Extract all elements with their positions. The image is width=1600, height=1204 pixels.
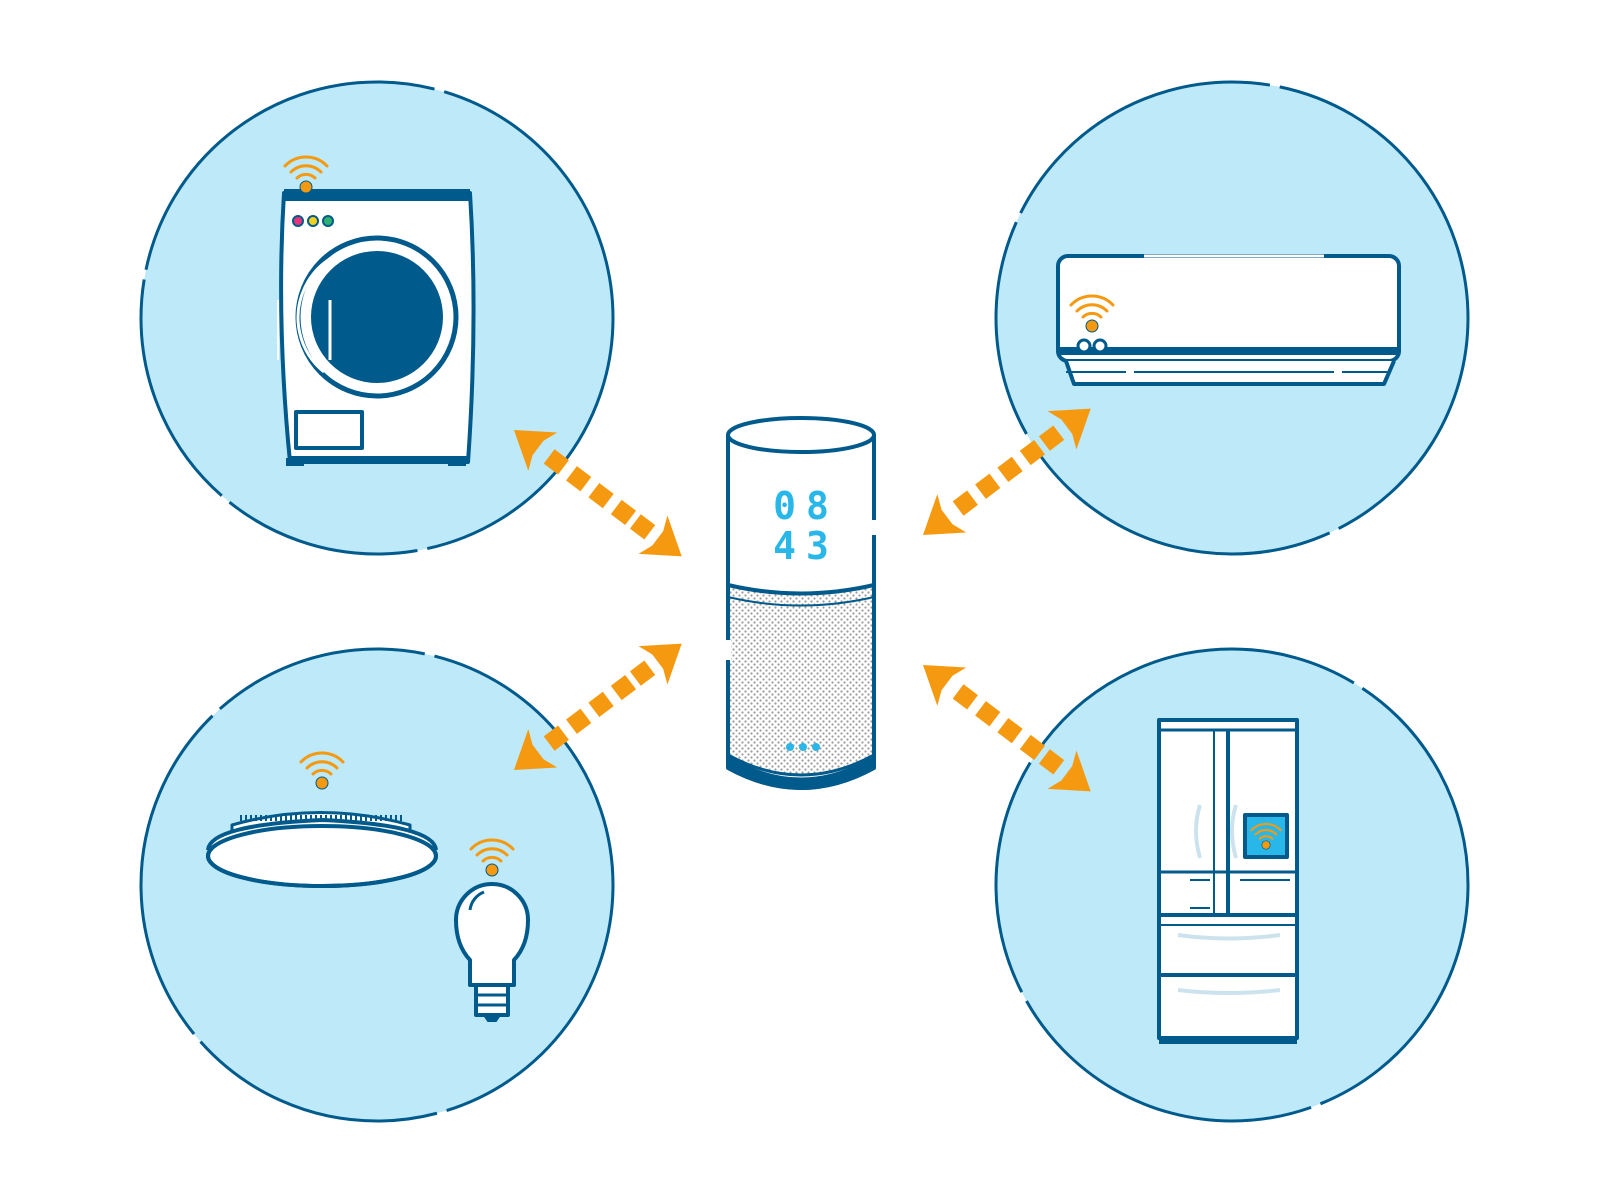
speaker-status-dots	[786, 743, 820, 751]
ceiling-light-icon	[206, 751, 438, 888]
refrigerator-icon	[1157, 718, 1299, 1044]
speaker-clock-display: 08 43	[773, 484, 839, 568]
clock-hours: 08	[773, 484, 839, 528]
air-conditioner-icon	[1056, 254, 1401, 386]
clock-minutes: 43	[773, 524, 839, 568]
washer-icon	[277, 155, 476, 466]
device-circle	[139, 647, 615, 1123]
light-bulb-icon	[454, 838, 530, 1022]
ceiling-light-and-bulb-icon	[206, 751, 530, 1022]
smart-speaker-icon: 08 43	[725, 416, 877, 790]
lighting-node	[139, 647, 615, 1123]
